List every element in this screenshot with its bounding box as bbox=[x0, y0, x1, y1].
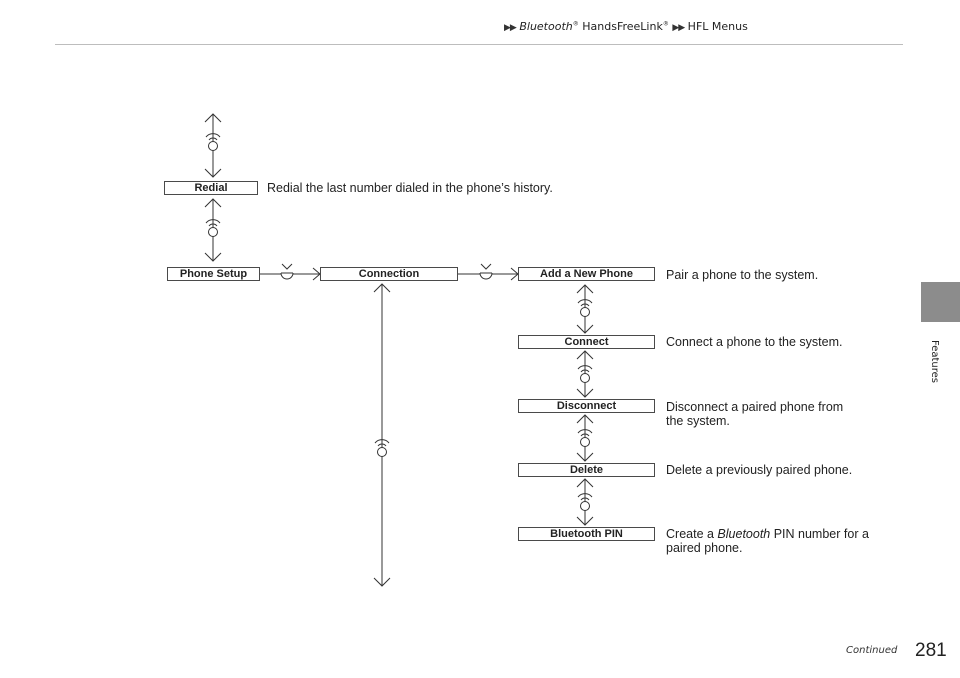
delete-box: Delete bbox=[518, 463, 655, 477]
add-new-phone-description: Pair a phone to the system. bbox=[666, 268, 819, 282]
knob-press-icon bbox=[479, 263, 493, 280]
connect-description: Connect a phone to the system. bbox=[666, 335, 843, 349]
redial-box: Redial bbox=[164, 181, 258, 195]
bluetooth-pin-description: Create a Bluetooth PIN number for a pair… bbox=[666, 527, 869, 555]
knob-press-icon bbox=[280, 263, 294, 280]
delete-description: Delete a previously paired phone. bbox=[666, 463, 853, 477]
breadcrumb: ▶▶ Bluetooth® HandsFreeLink® ▶▶ HFL Menu… bbox=[504, 20, 748, 33]
redial-description: Redial the last number dialed in the pho… bbox=[267, 181, 553, 195]
connection-box: Connection bbox=[320, 267, 458, 281]
connect-box: Connect bbox=[518, 335, 655, 349]
disconnect-description: Disconnect a paired phone from the syste… bbox=[666, 400, 844, 428]
breadcrumb-handsfreelink: HandsFreeLink bbox=[578, 20, 663, 33]
header-rule bbox=[55, 44, 903, 45]
disconnect-box: Disconnect bbox=[518, 399, 655, 413]
breadcrumb-arrow-icon: ▶▶ bbox=[672, 23, 685, 33]
connection-scroll-arrows bbox=[373, 283, 391, 587]
breadcrumb-hfl-menus: HFL Menus bbox=[687, 20, 748, 33]
continued-label: Continued bbox=[846, 645, 898, 656]
add-new-phone-box: Add a New Phone bbox=[518, 267, 655, 281]
breadcrumb-arrow-icon: ▶▶ bbox=[504, 23, 517, 33]
section-tab bbox=[921, 282, 960, 322]
bluetooth-pin-box: Bluetooth PIN bbox=[518, 527, 655, 541]
phone-setup-box: Phone Setup bbox=[167, 267, 260, 281]
breadcrumb-bluetooth: Bluetooth bbox=[519, 20, 573, 33]
page-number: 281 bbox=[915, 640, 947, 661]
